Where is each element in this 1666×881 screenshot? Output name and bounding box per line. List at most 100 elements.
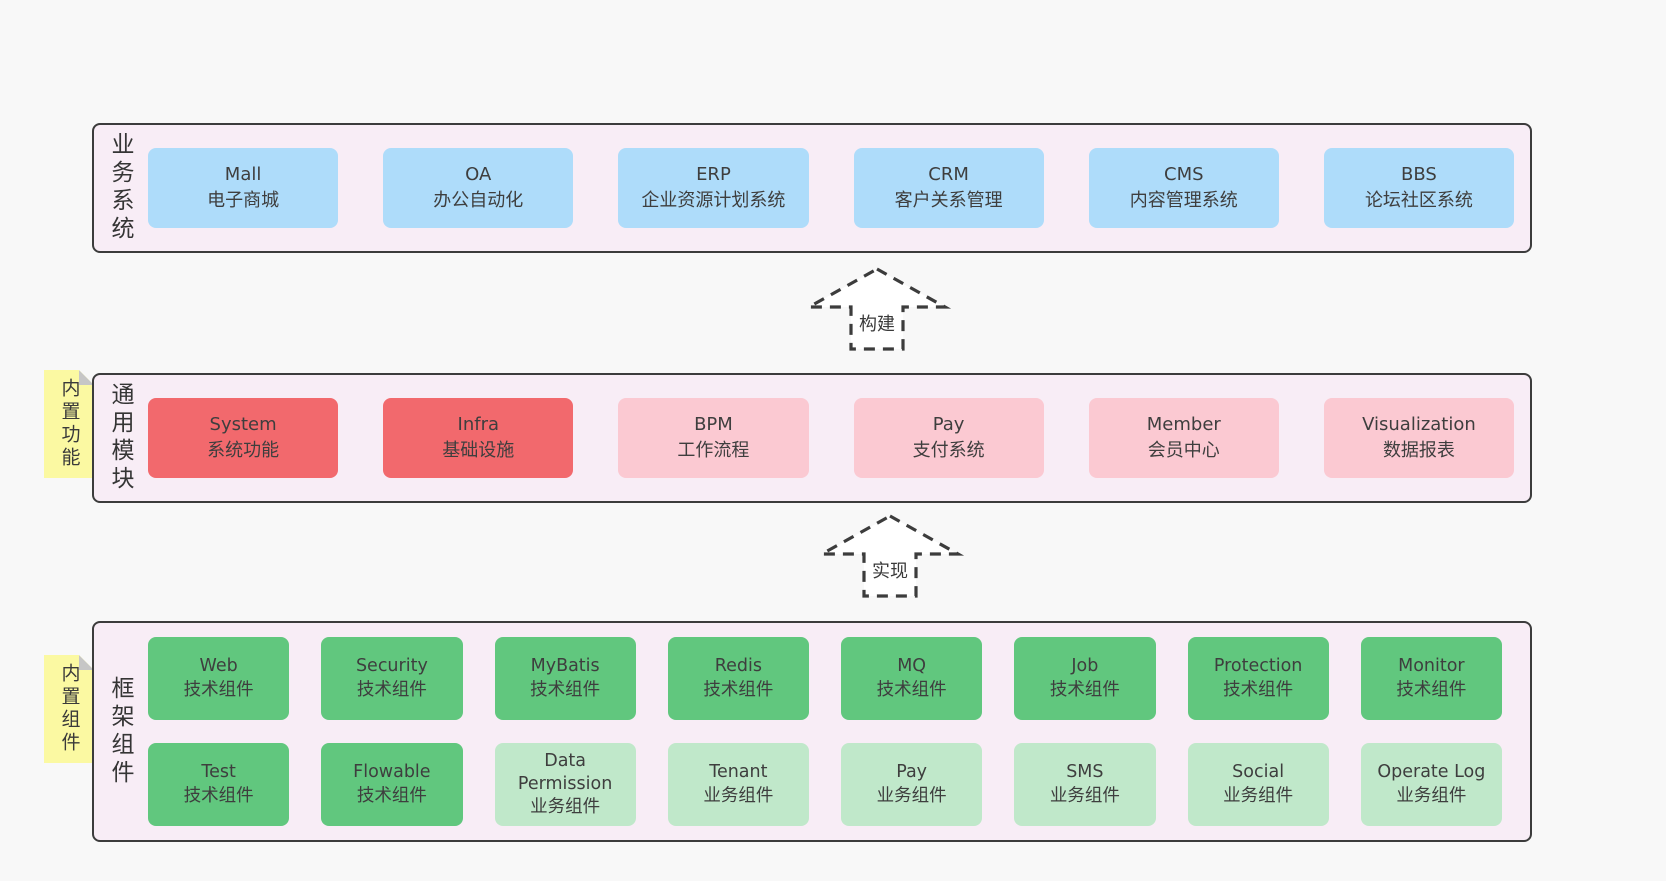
module-title: Member: [1146, 414, 1221, 436]
module-subtitle: 技术组件: [876, 679, 947, 700]
module-title: SMS: [1066, 762, 1104, 783]
dashed-up-arrow-icon: [815, 514, 965, 598]
module-subtitle: 技术组件: [703, 679, 774, 700]
module-title: System: [209, 414, 277, 436]
module-subtitle: 论坛社区系统: [1364, 190, 1473, 211]
module-title: BPM: [694, 414, 733, 436]
module-title: MyBatis: [530, 656, 600, 677]
module-box-data-permission: Data Permission 业务组件: [494, 743, 636, 826]
module-subtitle: 系统功能: [207, 440, 280, 461]
module-box-visualization: Visualization 数据报表: [1323, 398, 1515, 478]
module-subtitle: 业务组件: [1223, 785, 1294, 806]
module-title: BBS: [1401, 164, 1437, 186]
module-box-bpm: BPM 工作流程: [618, 398, 809, 478]
module-box-system: System 系统功能: [148, 398, 339, 478]
sticky-note-builtin-components: 内置组件: [44, 655, 94, 763]
module-title: Flowable: [353, 762, 431, 783]
module-box-erp: ERP 企业资源计划系统: [618, 148, 809, 228]
module-subtitle: 业务组件: [1396, 785, 1467, 806]
box-row: Mall 电子商城 OA 办公自动化 ERP 企业资源计划系统 CRM 客户关系管理 CMS 内容…: [148, 148, 1515, 228]
module-title: Tenant: [709, 762, 768, 783]
arrow-label: 构建: [859, 314, 895, 335]
arrow-build: 构建: [802, 266, 952, 352]
module-box-pay: Pay 支付系统: [853, 398, 1044, 478]
module-subtitle: 客户关系管理: [894, 190, 1003, 211]
band-business-systems: 业务系统 Mall 电子商城 OA 办公自动化 ERP 企业资源计划系统 CRM 客户关系管理…: [92, 123, 1532, 253]
module-box-crm: CRM 客户关系管理: [853, 148, 1044, 228]
module-title: CRM: [928, 164, 969, 186]
module-subtitle: 数据报表: [1382, 440, 1455, 461]
module-subtitle: 工作流程: [677, 440, 750, 461]
module-subtitle: 企业资源计划系统: [641, 190, 786, 211]
band-side-label: 业务系统: [107, 132, 133, 244]
module-title: Redis: [714, 656, 762, 677]
module-subtitle: 业务组件: [530, 797, 601, 818]
module-subtitle: 技术组件: [183, 785, 254, 806]
module-title: Job: [1071, 656, 1099, 677]
module-title: Data Permission: [517, 750, 613, 794]
dashed-up-arrow-icon: [802, 267, 952, 351]
sticky-note-builtin-features: 内置功能: [44, 370, 94, 478]
arrow-implement: 实现: [815, 513, 965, 599]
module-subtitle: 技术组件: [530, 679, 601, 700]
module-title: CMS: [1164, 164, 1204, 186]
module-subtitle: 基础设施: [442, 440, 515, 461]
module-subtitle: 技术组件: [356, 785, 427, 806]
module-title: Web: [199, 656, 238, 677]
module-subtitle: 支付系统: [912, 440, 985, 461]
module-title: Monitor: [1398, 656, 1465, 677]
sticky-note-label: 内置功能: [58, 378, 81, 470]
arrow-label: 实现: [872, 561, 908, 582]
module-subtitle: 技术组件: [1396, 679, 1467, 700]
module-subtitle: 电子商城: [207, 190, 280, 211]
module-title: Operate Log: [1377, 762, 1486, 783]
band-side-label: 通用模块: [107, 382, 133, 494]
sticky-note-label: 内置组件: [58, 663, 81, 755]
module-subtitle: 内容管理系统: [1129, 190, 1238, 211]
module-subtitle: 业务组件: [703, 785, 774, 806]
module-title: Mall: [224, 164, 262, 186]
module-title: Infra: [457, 414, 499, 436]
module-box-mall: Mall 电子商城: [148, 148, 339, 228]
module-subtitle: 技术组件: [183, 679, 254, 700]
module-subtitle: 技术组件: [1223, 679, 1294, 700]
module-box-cms: CMS 内容管理系统: [1088, 148, 1279, 228]
module-subtitle: 技术组件: [356, 679, 427, 700]
module-subtitle: 技术组件: [1049, 679, 1120, 700]
module-subtitle: 业务组件: [1049, 785, 1120, 806]
band-side-label: 框架组件: [107, 675, 133, 788]
module-title: MQ: [897, 656, 927, 677]
module-title: Pay: [932, 414, 965, 436]
module-title: OA: [465, 164, 492, 186]
module-title: ERP: [696, 164, 731, 186]
band-box-rows: Mall 电子商城 OA 办公自动化 ERP 企业资源计划系统 CRM 客户关系管理 CMS 内容…: [148, 125, 1515, 251]
module-title: Visualization: [1362, 414, 1476, 436]
band-common-modules: 通用模块 System 系统功能 Infra 基础设施 BPM 工作流程 Pay 支付系统 Me…: [92, 373, 1532, 503]
module-title: Security: [355, 656, 428, 677]
module-box-infra: Infra 基础设施: [383, 398, 574, 478]
module-box-bbs: BBS 论坛社区系统: [1323, 148, 1515, 228]
module-subtitle: 办公自动化: [433, 190, 524, 211]
